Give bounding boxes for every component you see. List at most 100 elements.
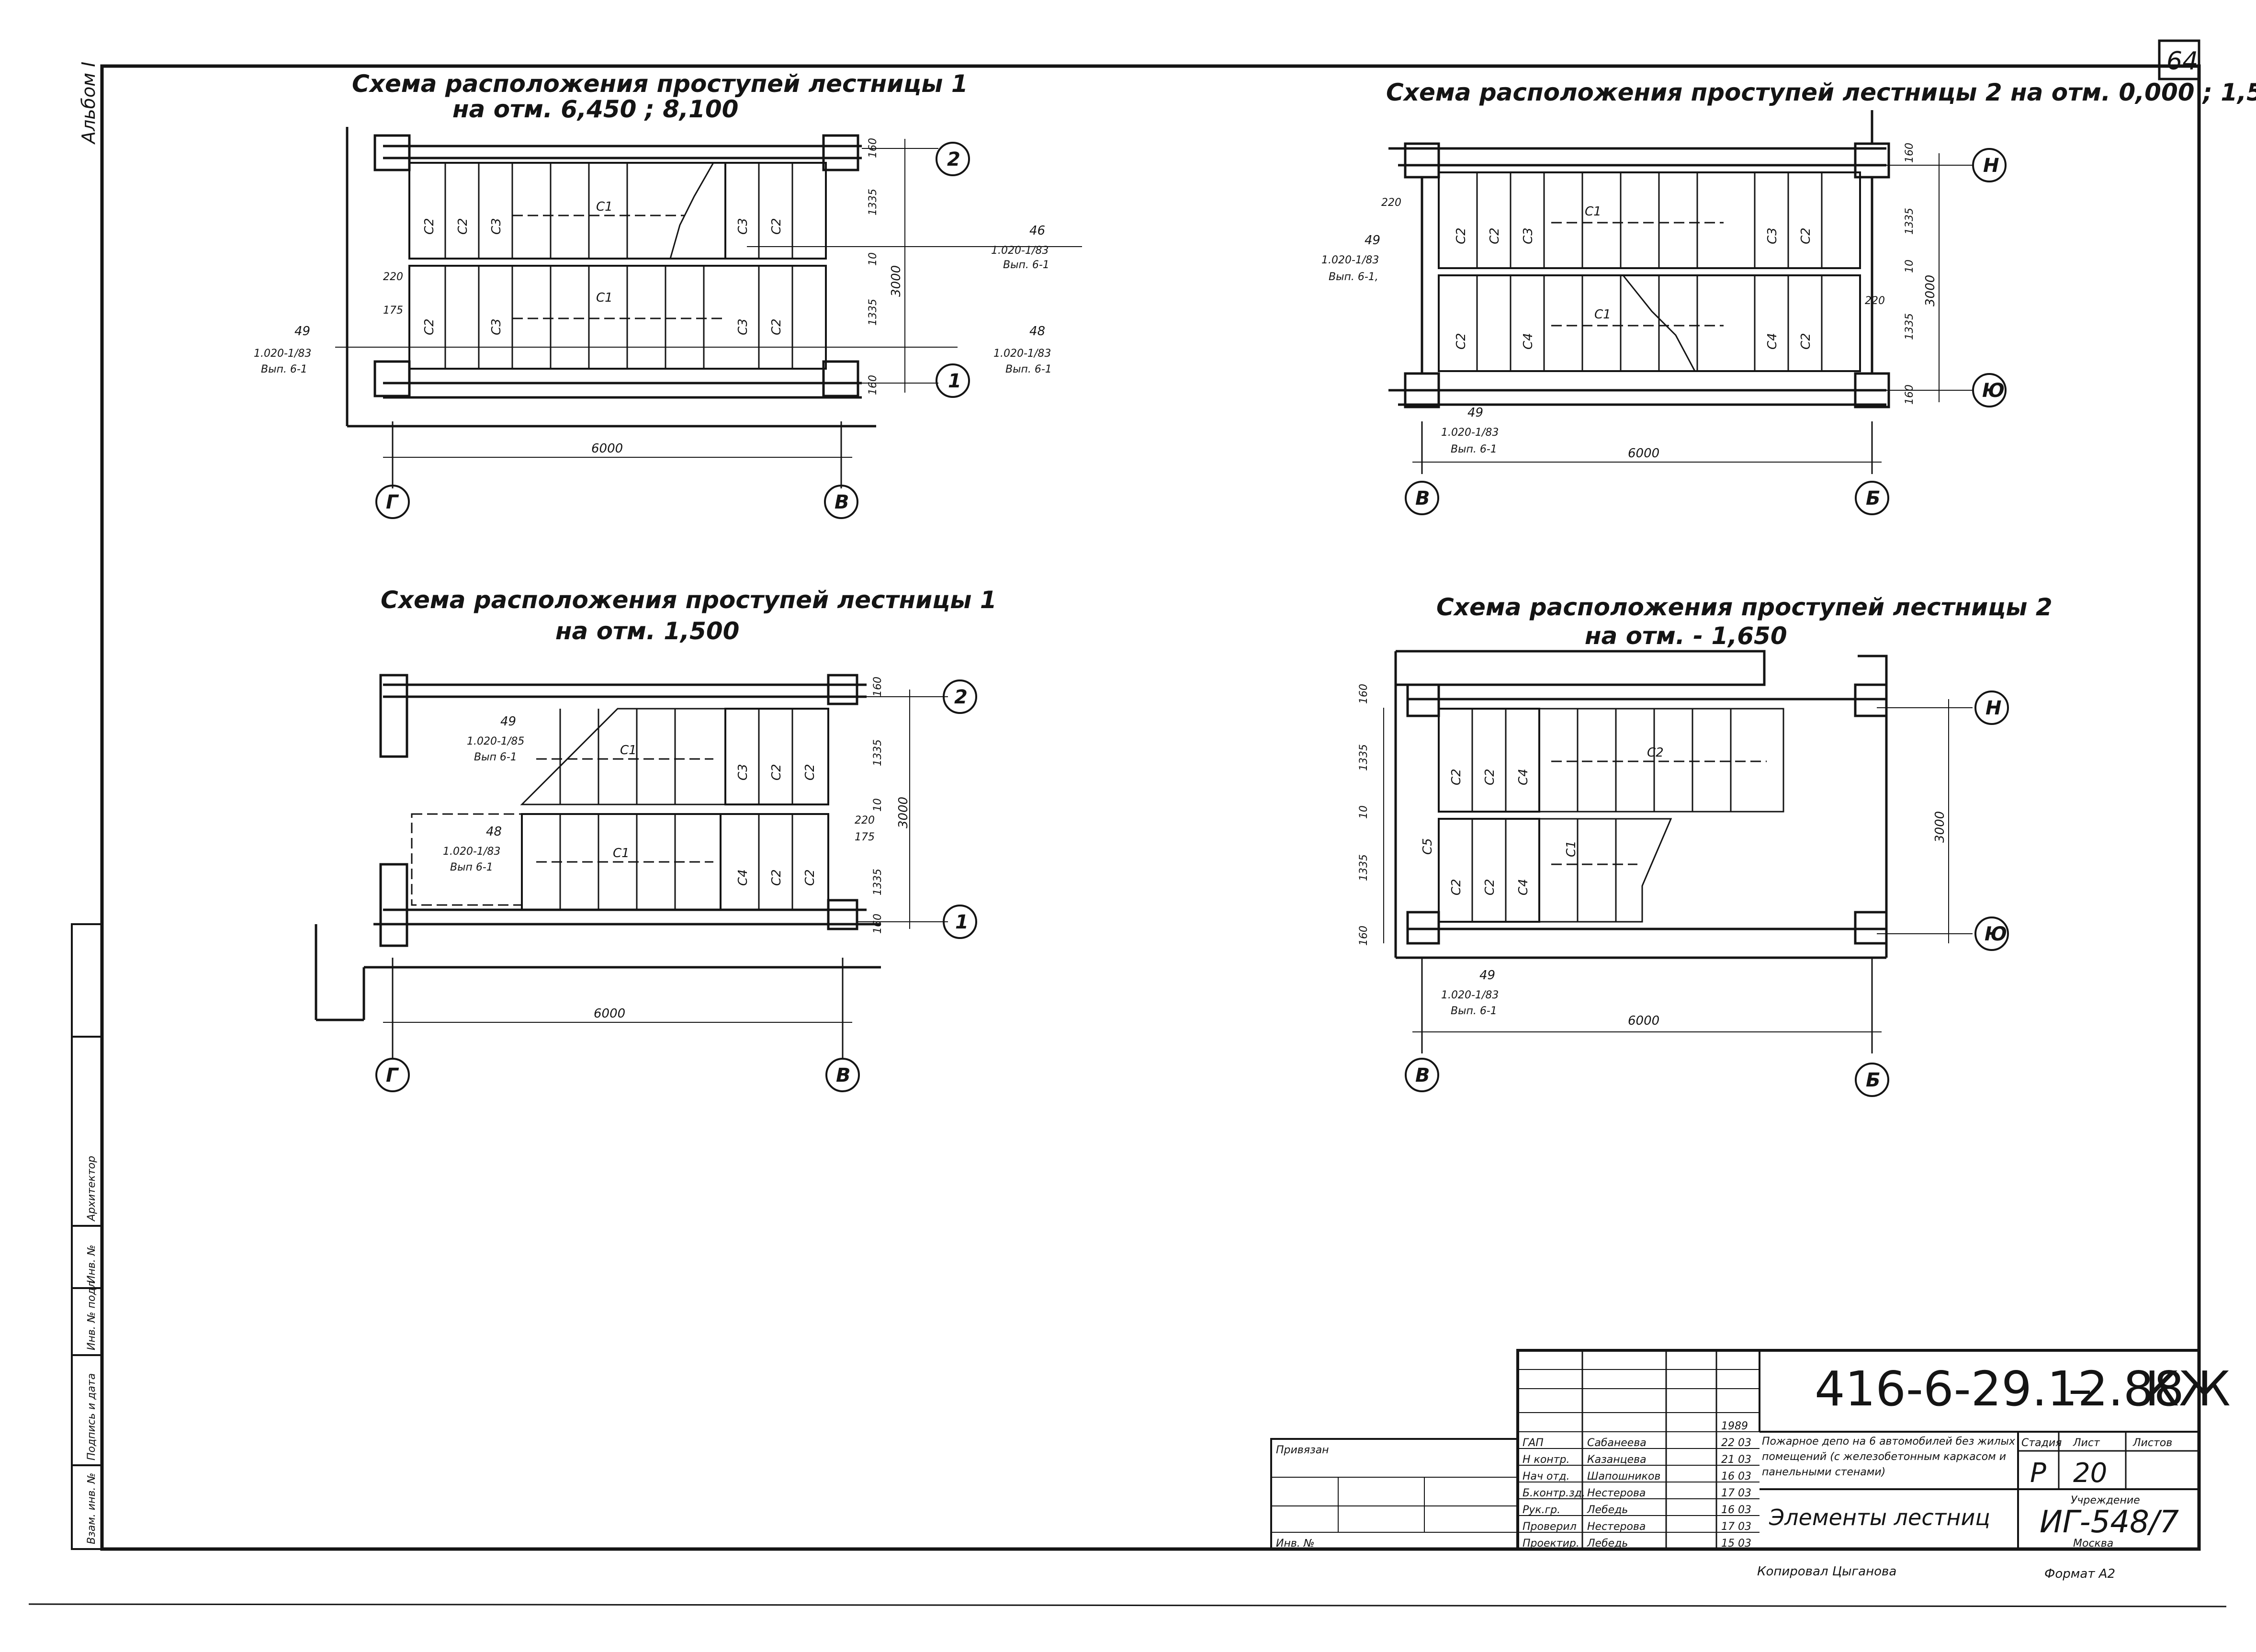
scheme-3-cell-c2c: C2 [769, 869, 784, 886]
scheme-1-dim-10: 10 [867, 252, 879, 266]
scheme-2-callout-left-ref: 1.020-1/83 [1321, 254, 1379, 266]
scheme-2-callout-bottom-ref: 1.020-1/83 [1441, 427, 1499, 439]
scheme-2-cell-c3b: C3 [1765, 227, 1780, 244]
date-1: 21 03 [1721, 1454, 1751, 1466]
scheme-1-cell-c2e: C2 [769, 318, 784, 335]
doc-code: 416-6-29.12.88 [1815, 1361, 2184, 1417]
scheme-1-cell-c2b: C2 [456, 218, 470, 235]
scheme-1-dim-220: 220 [383, 271, 403, 283]
project-name: Пожарное депо на 6 автомобилей без жилых… [1762, 1436, 2015, 1478]
scheme-2-cell-c2e: C2 [1799, 333, 1813, 350]
role-0: ГАП [1523, 1437, 1544, 1449]
scheme-1-cell-c3: C3 [489, 218, 504, 235]
scheme-3-callout-2-ref: 1.020-1/83 [443, 846, 500, 858]
stamp-label-arch: Архитектор [86, 1156, 98, 1222]
stage-label: Стадия [2021, 1437, 2062, 1449]
scheme-2-dim-160a: 160 [1904, 143, 1916, 163]
role-3: Б.контр.зд. [1523, 1487, 1585, 1499]
scheme-2-cell-c2d: C2 [1454, 333, 1468, 350]
scheme-4-cell-c2d: C2 [1483, 879, 1497, 895]
scheme-1-dim-160b: 160 [867, 375, 879, 395]
scheme-2-cell-c4: C4 [1521, 333, 1535, 350]
scheme-3-callout-1-issue: Вып 6-1 [474, 751, 517, 763]
format-label: Формат А2 [2044, 1567, 2115, 1581]
scheme-1-cell-c3d: C3 [736, 318, 750, 335]
scheme-4-axis-left: В [1415, 1064, 1430, 1086]
scheme-3-span: 6000 [594, 1007, 625, 1021]
scheme-2: Схема расположения проступей лестницы 2 … [1321, 79, 2256, 515]
scheme-3-axis-left: Г [386, 1064, 399, 1086]
scheme-2-cell-c2b: C2 [1488, 227, 1502, 244]
name-4: Лебедь [1587, 1504, 1628, 1516]
stage-value: Р [2030, 1458, 2046, 1489]
scheme-1-callout-left-ref: 1.020-1/83 [254, 348, 311, 360]
sheets-label: Листов [2132, 1437, 2172, 1449]
scheme-2-callout-left-num: 49 [1365, 233, 1380, 248]
scheme-1-callout-left-issue: Вып. 6-1 [261, 363, 307, 375]
org-caption: Учреждение [2071, 1494, 2140, 1506]
scheme-3-callout-1-ref: 1.020-1/85 [467, 735, 524, 747]
scheme-3-axis-bottom: 1 [955, 911, 969, 933]
scheme-1-callout-r1-ref: 1.020-1/83 [991, 245, 1049, 257]
scheme-3-cell-c2: C2 [769, 764, 784, 781]
scheme-2-callout-bottom-issue: Вып. 6-1 [1451, 443, 1497, 455]
scheme-1-dim-160a: 160 [867, 138, 879, 158]
scheme-4-dim-160b: 160 [1358, 926, 1370, 946]
scheme-3-callout-2-num: 48 [486, 825, 502, 839]
role-5: Проверил [1523, 1521, 1577, 1533]
name-3: Нестерова [1587, 1487, 1646, 1499]
role-6: Проектир. [1523, 1538, 1579, 1550]
scheme-1-dim-1335b: 1335 [867, 299, 879, 326]
scheme-3-dim-160b: 160 [872, 914, 884, 934]
scheme-1-cell-c3b: C3 [489, 318, 504, 335]
scheme-1-span: 6000 [591, 441, 623, 456]
scheme-1-dim-175: 175 [383, 305, 403, 317]
scheme-4-callout-issue: Вып. 6-1 [1451, 1005, 1497, 1017]
scheme-3-cell-c2d: C2 [803, 869, 817, 886]
scheme-1-callout-r2-issue: Вып. 6-1 [1005, 363, 1052, 375]
org-code: ИГ-548/7 [2040, 1505, 2179, 1540]
scheme-1-axis-right: В [835, 491, 849, 513]
scheme-4-height: 3000 [1933, 811, 1947, 843]
scheme-2-span: 6000 [1628, 446, 1659, 461]
scheme-4-cell-c5: C5 [1421, 838, 1435, 855]
scheme-2-dim-1335a: 1335 [1904, 208, 1916, 235]
scheme-1-dim-1335a: 1335 [867, 189, 879, 215]
scheme-4-axis-top: Н [1985, 697, 2001, 719]
scheme-2-dim-220b: 220 [1865, 295, 1885, 307]
scheme-3-cell-c3: C3 [736, 764, 750, 781]
scheme-4-cell-c2b: C2 [1483, 769, 1497, 785]
scheme-2-dim-220a: 220 [1381, 197, 1401, 209]
date-3: 17 03 [1721, 1487, 1751, 1499]
scheme-3-cell-c4: C4 [736, 869, 750, 886]
scheme-1-axis-bottom: 1 [948, 370, 961, 392]
role-2: Нач отд. [1523, 1471, 1570, 1482]
scheme-3-cell-c1: C1 [620, 743, 637, 758]
scheme-4-callout-ref: 1.020-1/83 [1441, 989, 1499, 1001]
scheme-4-span: 6000 [1628, 1014, 1659, 1028]
scheme-2-cell-c4b: C4 [1765, 333, 1780, 350]
scheme-3-axis-top: 2 [954, 686, 968, 708]
name-2: Шапошников [1587, 1471, 1660, 1482]
scheme-4-dim-160a: 160 [1358, 684, 1370, 704]
scheme-4-cell-c4: C4 [1516, 769, 1531, 785]
stamp-label-podpis: Подпись и дата [86, 1373, 98, 1460]
name-0: Сабанеева [1587, 1437, 1647, 1449]
scheme-3-axis-right: В [836, 1064, 851, 1086]
doc-dash: – [2068, 1361, 2092, 1417]
scheme-2-dim-1335b: 1335 [1904, 313, 1916, 340]
copied-by: Копировал Цыганова [1757, 1564, 1896, 1579]
title-block [1270, 1349, 2200, 1550]
org-city: Москва [2073, 1538, 2113, 1550]
scheme-4-dim-1335a: 1335 [1358, 744, 1370, 771]
scheme-1-callout-r1-issue: Вып. 6-1 [1003, 259, 1049, 271]
scheme-1-callout-left-num: 49 [294, 324, 310, 339]
sheet-title: Элементы лестниц [1769, 1505, 1990, 1530]
scheme-3-cell-c2b: C2 [803, 764, 817, 781]
name-5: Нестерова [1587, 1521, 1646, 1533]
scheme-4-cell-c4b: C4 [1516, 879, 1531, 895]
scheme-3-dim-1335b: 1335 [872, 869, 884, 895]
sheet-frame [28, 39, 2227, 1607]
sheet-number: 64 [2166, 47, 2198, 76]
scheme-1-axis-left: Г [386, 491, 399, 513]
